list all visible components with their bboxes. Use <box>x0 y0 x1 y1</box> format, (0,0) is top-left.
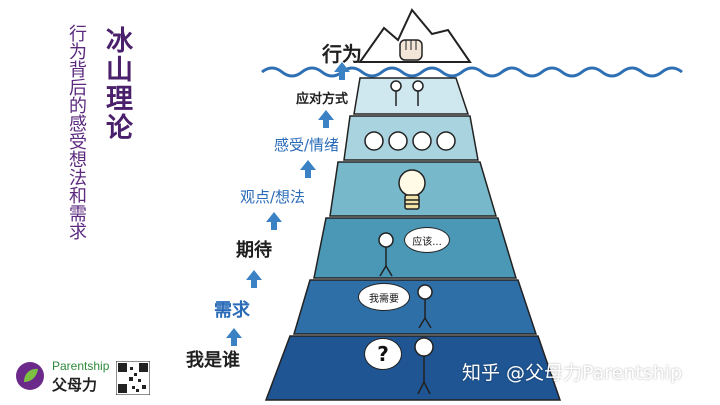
water-line <box>261 66 683 78</box>
watermark: 知乎 @父母力Parentship <box>462 362 683 384</box>
label-perceptions: 观点/想法 <box>240 188 306 206</box>
person-icon <box>417 284 433 329</box>
person-icon <box>414 337 434 395</box>
qr-code-icon[interactable] <box>116 361 150 395</box>
layer-1 <box>353 77 470 115</box>
label-expectations: 期待 <box>236 240 272 261</box>
layer-5 <box>292 279 538 335</box>
arrow-up-icon <box>246 270 262 288</box>
label-needs: 需求 <box>214 300 250 321</box>
people-icon <box>390 80 424 106</box>
brand-name-cn: 父母力 <box>52 376 98 394</box>
iceberg-peak <box>358 8 472 63</box>
layer-6 <box>264 335 562 401</box>
light-bulb-icon <box>398 169 426 210</box>
brand-name-en: Parentship <box>52 359 110 373</box>
emotion-faces-icon <box>364 131 456 151</box>
arrow-up-icon <box>334 62 350 80</box>
parentship-logo-icon <box>16 362 44 390</box>
person-icon <box>378 232 394 277</box>
arrow-up-icon <box>226 328 242 346</box>
speech-bubble-expectation: 应该... <box>404 227 450 253</box>
label-coping: 应对方式 <box>296 92 349 107</box>
fist-icon <box>399 39 423 61</box>
title-subtitle: 行为背后的感受想法和需求 <box>66 24 87 240</box>
arrow-up-icon <box>266 212 282 230</box>
arrow-up-icon <box>300 160 316 178</box>
speech-bubble-need: 我需要 <box>358 283 410 311</box>
title-main: 冰山理论 <box>101 26 132 142</box>
arrow-up-icon <box>318 110 334 128</box>
label-feelings: 感受/情绪 <box>274 136 340 154</box>
layer-2 <box>343 115 479 161</box>
label-self: 我是谁 <box>186 350 240 371</box>
speech-bubble-question: ? <box>364 338 402 370</box>
